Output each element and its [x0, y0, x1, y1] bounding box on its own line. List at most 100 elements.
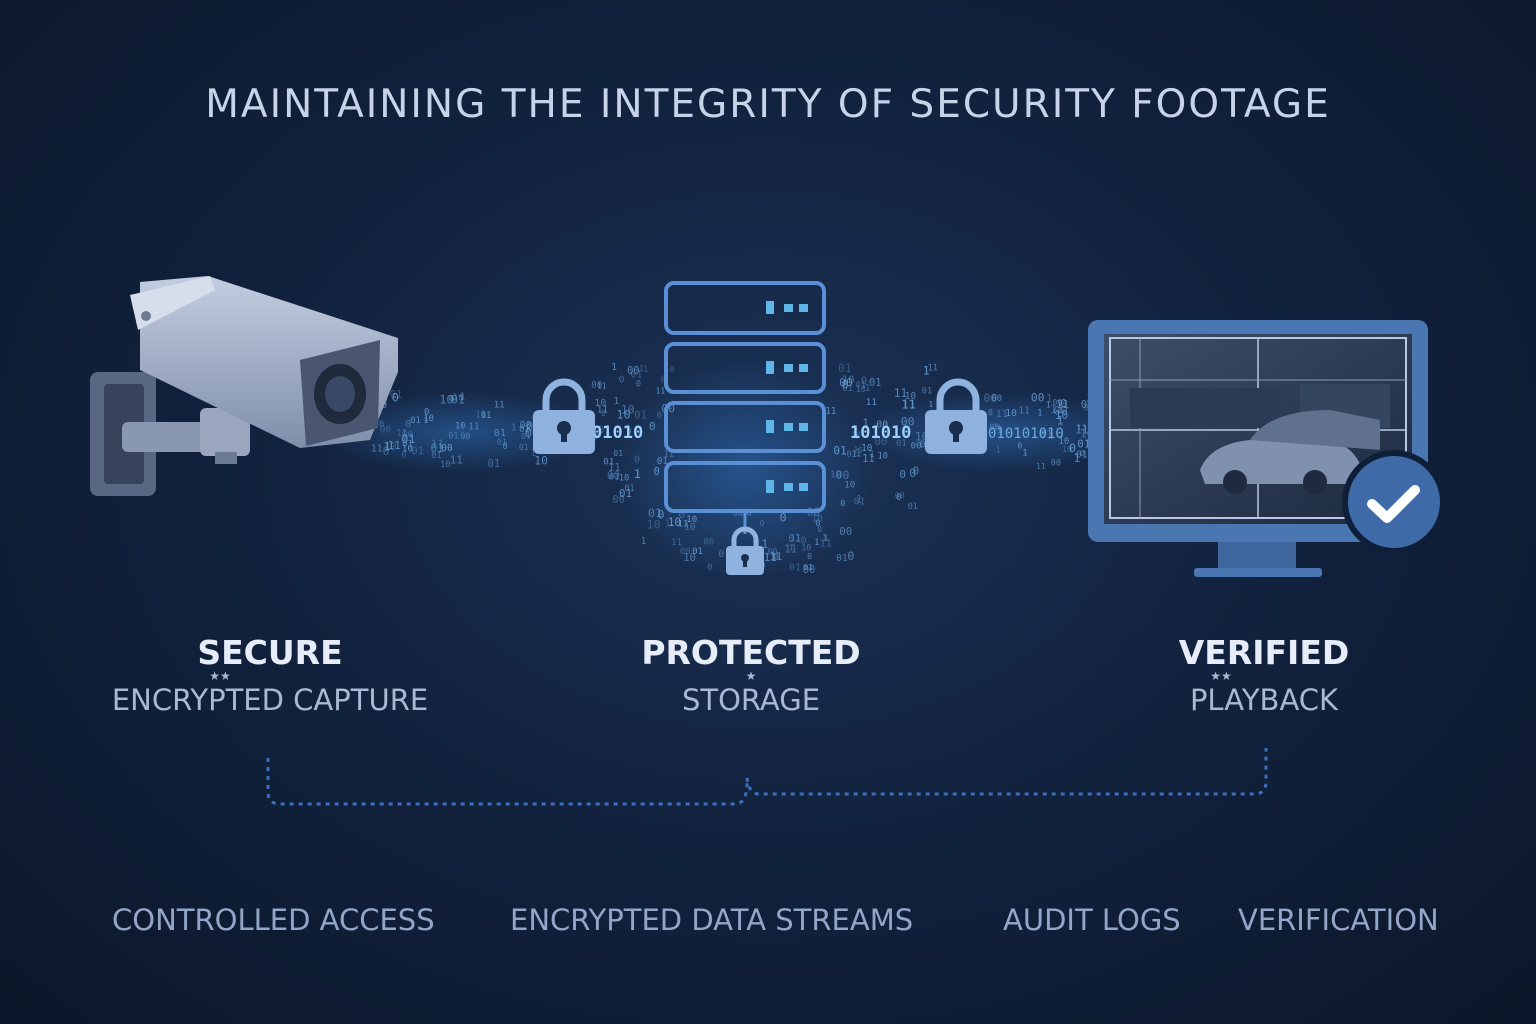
binary-particle: 10 [621, 404, 635, 417]
binary-particle: 0 [1060, 398, 1067, 411]
binary-particle: 00 [703, 536, 714, 547]
check-badge-icon [1342, 450, 1446, 554]
feature-audit-logs: AUDIT LOGS [1003, 903, 1181, 937]
binary-particle: 10 [455, 421, 465, 431]
binary-particle: 0 [815, 519, 820, 529]
stage-marks: ★★ [1210, 669, 1232, 683]
binary-particle: 01 [803, 562, 813, 572]
binary-particle: 10 [619, 474, 629, 484]
binary-particle: 01 [908, 502, 918, 512]
binary-particle: 0 [592, 432, 598, 443]
binary-particle: 01 [619, 487, 632, 500]
binary-particle: 11 [475, 409, 487, 420]
binary-particle: 11 [820, 539, 832, 550]
binary-particle: 01 [448, 431, 458, 441]
binary-particle: 00 [380, 424, 392, 435]
binary-particle: 11 [388, 439, 401, 452]
binary-particle: 0 [401, 451, 406, 461]
binary-particle: 00 [441, 443, 453, 454]
binary-particle: 01 [854, 497, 866, 508]
binary-particle: 0 [988, 409, 993, 419]
binary-particle: 11 [494, 401, 505, 411]
binary-particle: 1 [384, 441, 390, 453]
binary-particle: 0 [760, 518, 765, 528]
binary-particle: 00 [839, 525, 852, 538]
binary-particle: 10 [402, 443, 413, 454]
binary-particle: 0 [627, 427, 632, 436]
security-camera-icon [90, 276, 398, 496]
stream-text-left: 01010 [592, 423, 643, 443]
binary-particle: 01 [634, 409, 647, 421]
binary-particle: 0 [896, 493, 901, 503]
binary-particle: 10 [668, 516, 682, 529]
binary-particle: 01 [521, 431, 531, 441]
binary-particle: 11 [902, 398, 916, 412]
monitor-icon [1088, 320, 1428, 577]
binary-particle: 10 [842, 374, 855, 386]
feature-verification: VERIFICATION [1238, 903, 1439, 937]
binary-particle: 1 [869, 450, 874, 460]
binary-particle: 11 [450, 453, 463, 466]
binary-particle: 10 [686, 515, 697, 525]
binary-particle: 00 [875, 435, 888, 448]
binary-particle: 01 [411, 445, 424, 457]
stream-text-right-near: 101010 [850, 423, 911, 443]
binary-particle: 11 [656, 386, 666, 395]
binary-particle: 01 [609, 472, 620, 482]
binary-particle: 0 [1084, 403, 1090, 414]
binary-particle: 11 [608, 462, 621, 474]
binary-particle: 1 [665, 518, 671, 529]
binary-particle: 00 [627, 365, 639, 377]
binary-particle: 01 [410, 416, 421, 426]
binary-particle: 11 [597, 381, 607, 391]
binary-particle: 10 [861, 443, 873, 454]
binary-particle: 01 [846, 450, 856, 460]
feature-bracket [266, 748, 1268, 806]
binary-particle: 00 [591, 380, 602, 391]
binary-particle: 01 [788, 532, 801, 545]
binary-particle: 0 [424, 407, 430, 418]
binary-particle: 0 [774, 553, 779, 563]
binary-particle: 0 [899, 468, 906, 481]
binary-particle: 11 [764, 551, 777, 564]
binary-particle: 0 [649, 420, 656, 433]
binary-particle: 1 [996, 424, 1002, 436]
binary-particle: 10 [1055, 409, 1069, 422]
binary-particle: 0 [526, 419, 533, 433]
binary-particle: 00 [983, 391, 997, 405]
binary-particle: 1 [634, 467, 641, 481]
binary-particle: 01 [625, 483, 635, 493]
binary-particle: 10 [905, 391, 917, 402]
binary-particle: 01 [896, 439, 907, 449]
binary-particle: 11 [862, 453, 874, 465]
binary-particle: 01 [838, 362, 851, 375]
binary-particle: 0 [1017, 441, 1022, 451]
binary-particle: 11 [1036, 461, 1046, 471]
binary-particle: 11 [671, 538, 682, 548]
binary-particle: 11 [663, 450, 674, 460]
stage-marks: ★★ [209, 669, 231, 683]
binary-particle: 00 [839, 376, 853, 390]
binary-particle: 1 [789, 542, 794, 552]
binary-particle: 00 [803, 564, 816, 576]
binary-particle: 11 [1077, 422, 1087, 432]
binary-particle: 01 [401, 432, 415, 446]
padlock-icon-left [533, 378, 595, 454]
binary-particle: 0 [1080, 448, 1085, 458]
binary-particle: 10 [878, 452, 888, 462]
binary-particle: 0 [379, 420, 384, 430]
binary-particle: 1 [995, 445, 1001, 456]
binary-particle: 01 [431, 451, 441, 461]
stage-secure: SECURE ★★ ENCRYPTED CAPTURE [60, 634, 480, 720]
feature-controlled-access: CONTROLLED ACCESS [112, 903, 435, 937]
padlock-icon-right [925, 378, 987, 454]
stage-subtitle: STORAGE [681, 683, 821, 717]
binary-particle: 10 [383, 440, 397, 454]
binary-particle: 01 [692, 547, 703, 557]
binary-particle: 10 [741, 509, 751, 519]
binary-particle: 1 [1046, 399, 1051, 409]
binary-particle: 10 [665, 364, 675, 374]
binary-particle: 11 [1056, 398, 1069, 411]
binary-particle: 0 [619, 375, 625, 386]
binary-particle: 1 [852, 450, 857, 460]
